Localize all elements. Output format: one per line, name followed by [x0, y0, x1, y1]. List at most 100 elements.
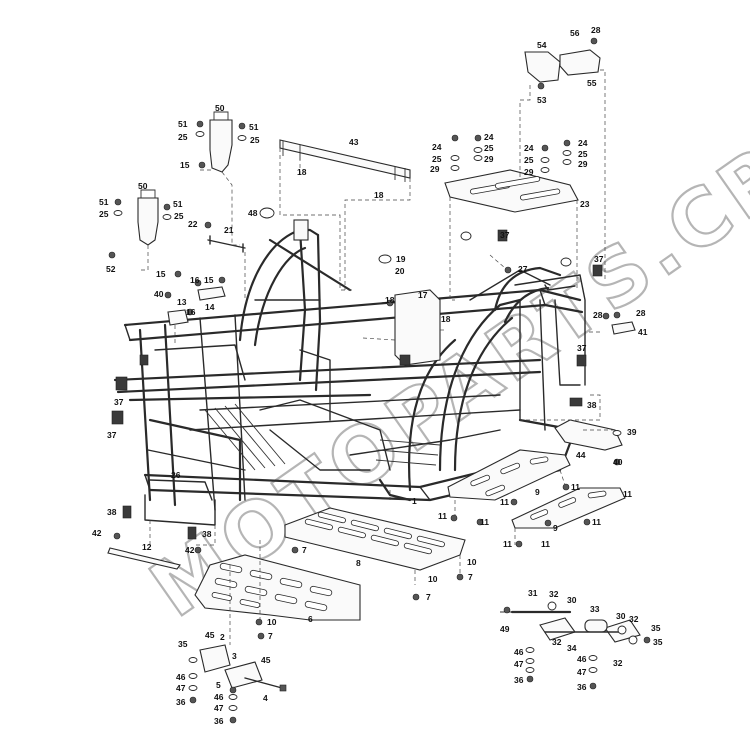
callout-10a: 10 — [428, 574, 438, 584]
floor-plate-8 — [284, 507, 466, 571]
callout-37b: 37 — [107, 430, 117, 440]
callout-37c: 37 — [500, 230, 510, 240]
callout-27: 27 — [518, 264, 528, 274]
callout-28b: 28 — [593, 310, 603, 320]
callout-3: 3 — [232, 651, 237, 661]
callout-47c: 47 — [514, 659, 524, 669]
callout-11b: 11 — [480, 517, 489, 527]
callout-18a: 18 — [297, 167, 307, 177]
pad-37-d — [592, 264, 603, 277]
hardware — [108, 37, 651, 724]
callout-36b: 36 — [214, 716, 224, 726]
callout-30b: 30 — [616, 611, 626, 621]
pad-37-b — [111, 410, 124, 425]
callout-7b: 7 — [426, 592, 431, 602]
callout-7a: 7 — [302, 545, 307, 555]
callout-25d: 25 — [174, 211, 184, 221]
pad-37-a — [115, 376, 128, 391]
callout-16a: 16 — [190, 275, 200, 285]
callout-11a: 11 — [438, 511, 447, 521]
bracket-50-upper — [209, 119, 233, 173]
callout-29d: 29 — [578, 159, 588, 169]
callout-labels: 1 2 3 4 5 6 7 7 7 7 8 9 9 10 10 10 11 11… — [92, 25, 663, 726]
side-bar-12 — [107, 547, 181, 570]
bracket-55 — [559, 49, 601, 76]
callout-30a: 30 — [567, 595, 577, 605]
callout-51b: 51 — [249, 122, 259, 132]
callout-34: 34 — [567, 643, 577, 653]
pad-38-b — [187, 526, 197, 540]
cap-19 — [378, 254, 392, 264]
callout-11h: 11 — [623, 489, 632, 499]
callout-10c: 10 — [267, 617, 277, 627]
callout-23: 23 — [580, 199, 590, 209]
callout-31: 31 — [528, 588, 538, 598]
callout-24c: 24 — [524, 143, 534, 153]
skid-plate-6 — [194, 554, 361, 621]
callout-7c: 7 — [468, 572, 473, 582]
callout-43: 43 — [349, 137, 359, 147]
callout-18c: 18 — [385, 295, 395, 305]
callout-11e: 11 — [503, 539, 512, 549]
callout-11c: 11 — [500, 497, 509, 507]
callout-33: 33 — [590, 604, 600, 614]
knob-a — [460, 231, 472, 241]
callout-15a: 15 — [180, 160, 190, 170]
callout-29c: 29 — [524, 167, 534, 177]
callout-18d: 18 — [441, 314, 451, 324]
callout-32d: 32 — [613, 658, 623, 668]
leader-lines — [138, 69, 615, 645]
callout-17: 17 — [418, 290, 428, 300]
callout-55: 55 — [587, 78, 597, 88]
callout-9a: 9 — [535, 487, 540, 497]
callout-1: 1 — [412, 496, 417, 506]
callout-14: 14 — [205, 302, 215, 312]
callout-25e: 25 — [432, 154, 442, 164]
callout-40b: 40 — [613, 457, 623, 467]
bracket-14 — [197, 286, 226, 301]
callout-37a: 37 — [114, 397, 124, 407]
callout-45a: 45 — [205, 630, 215, 640]
bracket-21 — [207, 235, 246, 253]
callout-46b: 46 — [214, 692, 224, 702]
callout-46a: 46 — [176, 672, 186, 682]
callout-36a: 36 — [176, 697, 186, 707]
callout-13: 13 — [177, 297, 187, 307]
pad-38-c — [569, 397, 583, 407]
callout-4: 4 — [263, 693, 268, 703]
callout-25b: 25 — [250, 135, 260, 145]
pad-38-a — [122, 505, 132, 519]
floor-plate-9b — [511, 487, 626, 529]
callout-39: 39 — [627, 427, 637, 437]
callout-37e: 37 — [577, 343, 587, 353]
bracket-41 — [611, 321, 636, 335]
callout-2: 2 — [220, 632, 225, 642]
pad-38-e — [399, 354, 411, 366]
upright-48 — [293, 219, 309, 241]
callout-44: 44 — [576, 450, 586, 460]
callout-6: 6 — [308, 614, 313, 624]
callout-53: 53 — [537, 95, 547, 105]
callout-15c: 15 — [204, 275, 214, 285]
callout-46d: 46 — [577, 654, 587, 664]
callout-28a: 28 — [591, 25, 601, 35]
callout-49: 49 — [500, 624, 510, 634]
lower-left-mount — [199, 644, 287, 692]
pad-38-d — [139, 354, 149, 366]
callout-51d: 51 — [173, 199, 183, 209]
callout-29b: 29 — [484, 154, 494, 164]
callout-15b: 15 — [156, 269, 166, 279]
pad-37-e — [576, 354, 587, 367]
callout-11d: 11 — [571, 482, 580, 492]
callout-36c: 36 — [514, 675, 524, 685]
callout-25h: 25 — [578, 149, 588, 159]
callout-37d: 37 — [594, 254, 604, 264]
callout-26: 26 — [171, 470, 181, 480]
cap-48 — [259, 207, 275, 219]
callout-24d: 24 — [578, 138, 588, 148]
callout-8: 8 — [356, 558, 361, 568]
callout-51c: 51 — [99, 197, 109, 207]
callout-41: 41 — [638, 327, 648, 337]
callout-9b: 9 — [553, 523, 558, 533]
callout-7d: 7 — [268, 631, 273, 641]
